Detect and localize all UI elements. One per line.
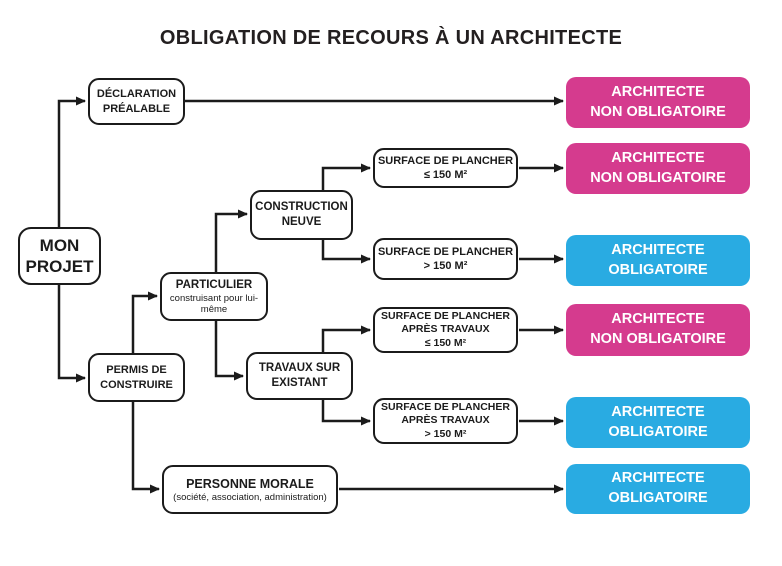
node-travaux-sur-existant: TRAVAUX SUR EXISTANT <box>246 352 353 400</box>
node-construction-neuve: CONSTRUCTION NEUVE <box>250 190 353 240</box>
node-label-line: SURFACE DE PLANCHER <box>377 245 514 258</box>
result-label-line: ARCHITECTE <box>611 241 705 258</box>
node-label: PERSONNE MORALE <box>186 476 314 491</box>
edge-construction-surface-inf <box>321 163 371 190</box>
node-label-line: ≤ 150 M² <box>424 336 467 349</box>
edge-mon-projet-declaration <box>57 96 86 227</box>
result-architecte-obligatoire-2: ARCHITECTE OBLIGATOIRE <box>566 397 750 448</box>
result-label-line: OBLIGATOIRE <box>608 423 708 440</box>
edge-travaux-surface-sup <box>321 400 371 426</box>
result-label-line: ARCHITECTE <box>611 311 705 328</box>
result-label-line: NON OBLIGATOIRE <box>590 169 726 186</box>
edge-particulier-construction-neuve <box>214 209 248 272</box>
node-label-line: SURFACE DE PLANCHER <box>377 154 514 167</box>
node-label-line: > 150 M² <box>423 260 468 272</box>
node-label-line: NEUVE <box>281 216 322 228</box>
result-label-line: ARCHITECTE <box>611 470 705 487</box>
node-label-line: CONSTRUCTION <box>255 201 348 214</box>
node-label-line: DÉCLARATION <box>96 88 177 101</box>
node-label-line: EXISTANT <box>271 377 328 389</box>
node-label-line: TRAVAUX SUR <box>258 362 341 375</box>
result-architecte-non-obligatoire-1: ARCHITECTE NON OBLIGATOIRE <box>566 77 750 128</box>
edge-permis-personne-morale <box>131 402 160 494</box>
node-surface-apres-travaux-inf-150: SURFACE DE PLANCHER APRÈS TRAVAUX ≤ 150 … <box>373 307 518 353</box>
result-label-line: NON OBLIGATOIRE <box>590 103 726 120</box>
node-personne-morale: PERSONNE MORALE (société, association, a… <box>162 465 338 514</box>
result-label-line: ARCHITECTE <box>611 83 705 100</box>
node-sublabel: construisant pour lui-même <box>169 292 259 315</box>
node-particulier: PARTICULIER construisant pour lui-même <box>160 272 268 321</box>
result-label-line: NON OBLIGATOIRE <box>590 331 726 347</box>
result-architecte-obligatoire-1: ARCHITECTE OBLIGATOIRE <box>566 235 750 286</box>
node-label-line: PRÉALABLE <box>102 102 171 115</box>
node-label-line: APRÈS TRAVAUX <box>401 414 490 427</box>
result-architecte-obligatoire-3: ARCHITECTE OBLIGATOIRE <box>566 464 750 514</box>
node-surface-apres-travaux-sup-150: SURFACE DE PLANCHER APRÈS TRAVAUX > 150 … <box>373 398 518 444</box>
edge-travaux-surface-inf <box>321 325 371 352</box>
node-label-line: MON <box>39 235 80 255</box>
node-surface-plancher-inf-150: SURFACE DE PLANCHER ≤ 150 M² <box>373 148 518 188</box>
page-title: OBLIGATION DE RECOURS À UN ARCHITECTE <box>159 27 623 49</box>
edge-permis-particulier <box>131 291 158 353</box>
node-permis-de-construire: PERMIS DE CONSTRUIRE <box>88 353 185 402</box>
node-label-line: SURFACE DE PLANCHER <box>381 310 510 323</box>
node-label-line: > 150 M² <box>424 427 467 440</box>
result-label-line: OBLIGATOIRE <box>608 490 708 506</box>
result-label-line: ARCHITECTE <box>611 403 705 420</box>
node-sublabel: (société, association, administration) <box>173 491 327 503</box>
node-declaration-prealable: DÉCLARATION PRÉALABLE <box>88 78 185 125</box>
result-label-line: OBLIGATOIRE <box>608 261 708 278</box>
node-label-line: PERMIS DE <box>106 364 167 377</box>
node-label-line: ≤ 150 M² <box>423 169 468 181</box>
node-label-line: CONSTRUIRE <box>100 378 173 391</box>
node-label-line: PROJET <box>25 257 94 276</box>
edge-mon-projet-permis <box>57 285 86 383</box>
node-label-line: SURFACE DE PLANCHER <box>381 401 510 414</box>
edge-particulier-travaux-existant <box>214 320 244 381</box>
node-label-line: APRÈS TRAVAUX <box>401 323 490 336</box>
node-mon-projet: MON PROJET <box>18 227 101 285</box>
node-surface-plancher-sup-150: SURFACE DE PLANCHER > 150 M² <box>373 238 518 280</box>
node-label: PARTICULIER <box>175 278 253 291</box>
edge-construction-surface-sup <box>321 240 371 264</box>
result-architecte-non-obligatoire-3: ARCHITECTE NON OBLIGATOIRE <box>566 304 750 356</box>
result-label-line: ARCHITECTE <box>611 149 705 166</box>
result-architecte-non-obligatoire-2: ARCHITECTE NON OBLIGATOIRE <box>566 143 750 194</box>
